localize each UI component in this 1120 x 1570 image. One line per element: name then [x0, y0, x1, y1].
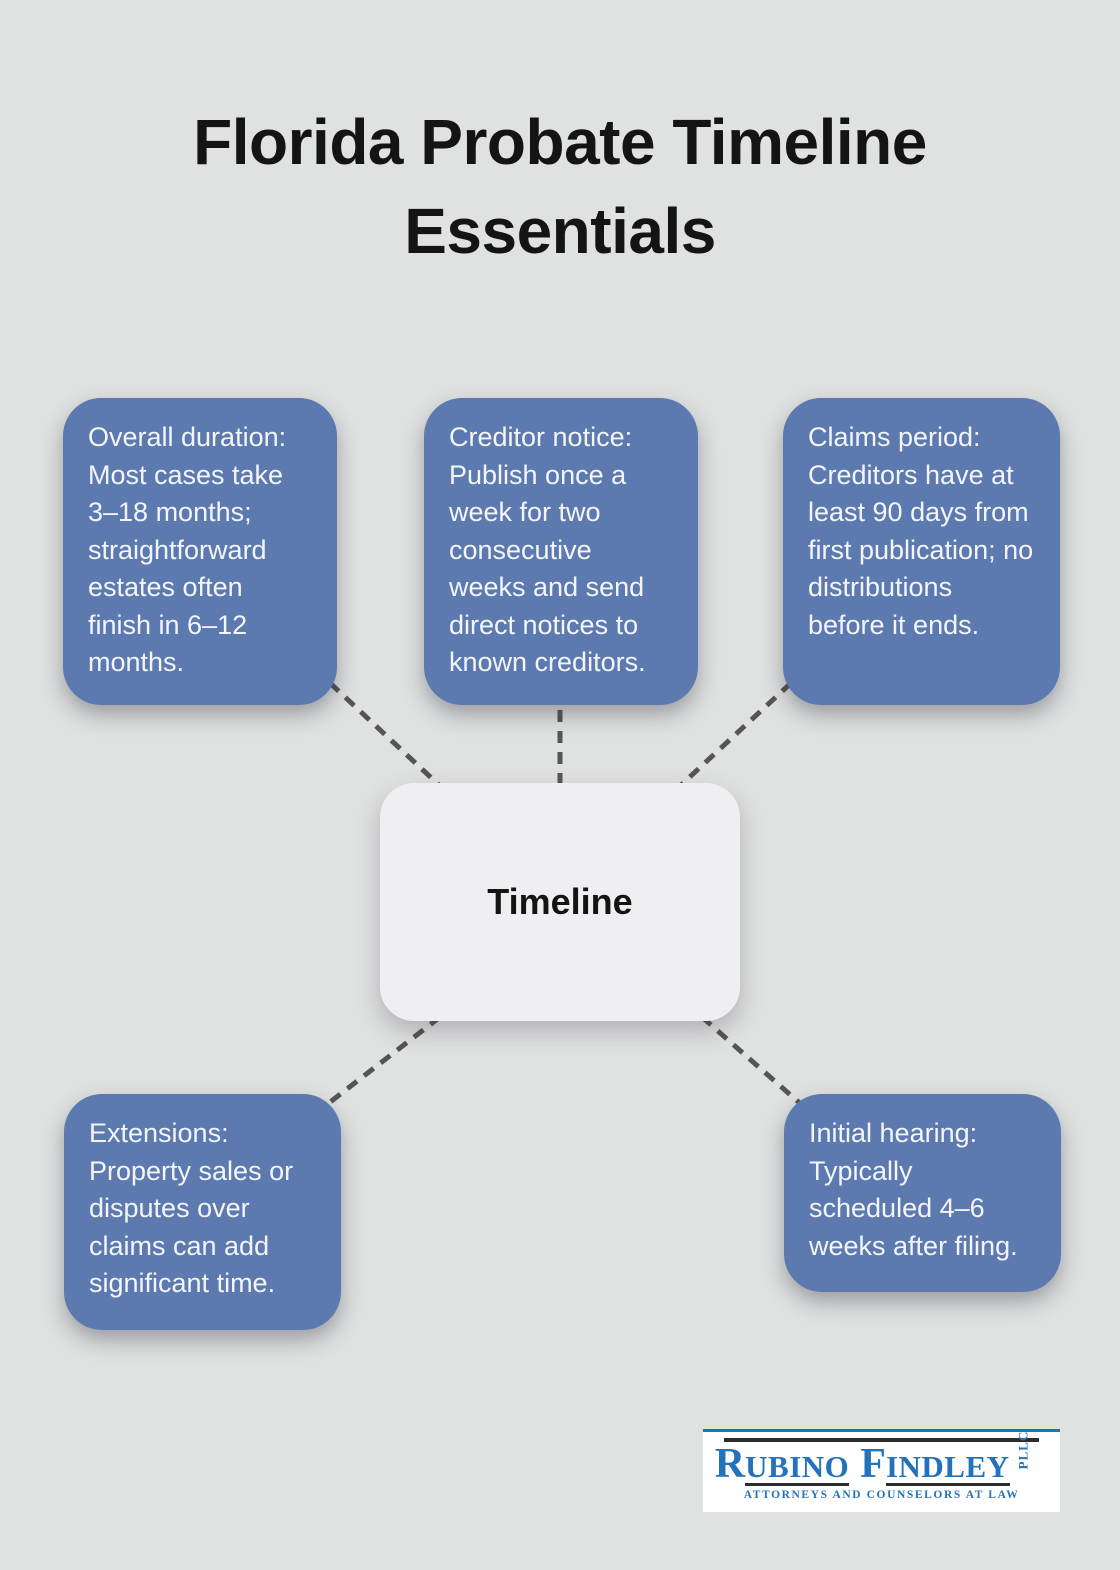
page-title: Florida Probate Timeline Essentials	[0, 98, 1120, 276]
connector-center-to-extensions	[323, 1015, 442, 1108]
connector-claims-to-center	[678, 681, 793, 788]
firm-name-initial-r: R	[714, 1441, 746, 1487]
page-title-line2: Essentials	[404, 195, 716, 267]
firm-name-rest-ubino: UBINO	[745, 1449, 850, 1486]
logo-top-rule	[724, 1438, 1039, 1442]
connector-overall-to-center	[328, 681, 442, 788]
node-claims-period: Claims period: Creditors have at least 9…	[783, 398, 1060, 705]
connector-center-to-hearing	[700, 1015, 805, 1108]
node-initial-hearing: Initial hearing: Typically scheduled 4–6…	[784, 1094, 1061, 1292]
node-creditor-notice: Creditor notice: Publish once a week for…	[424, 398, 698, 705]
center-node-label: Timeline	[487, 881, 633, 922]
firm-suffix-pllc: PLLC	[1014, 1430, 1030, 1470]
node-timeline-center: Timeline	[380, 783, 740, 1021]
page-title-line1: Florida Probate Timeline	[193, 106, 927, 178]
firm-name-rest-indley: INDLEY	[885, 1449, 1010, 1486]
node-overall-duration: Overall duration: Most cases take 3–18 m…	[63, 398, 337, 705]
node-extensions: Extensions: Property sales or disputes o…	[64, 1094, 341, 1330]
firm-name-initial-f: F	[860, 1441, 886, 1487]
firm-tagline: ATTORNEYS AND COUNSELORS AT LAW	[743, 1489, 1020, 1501]
